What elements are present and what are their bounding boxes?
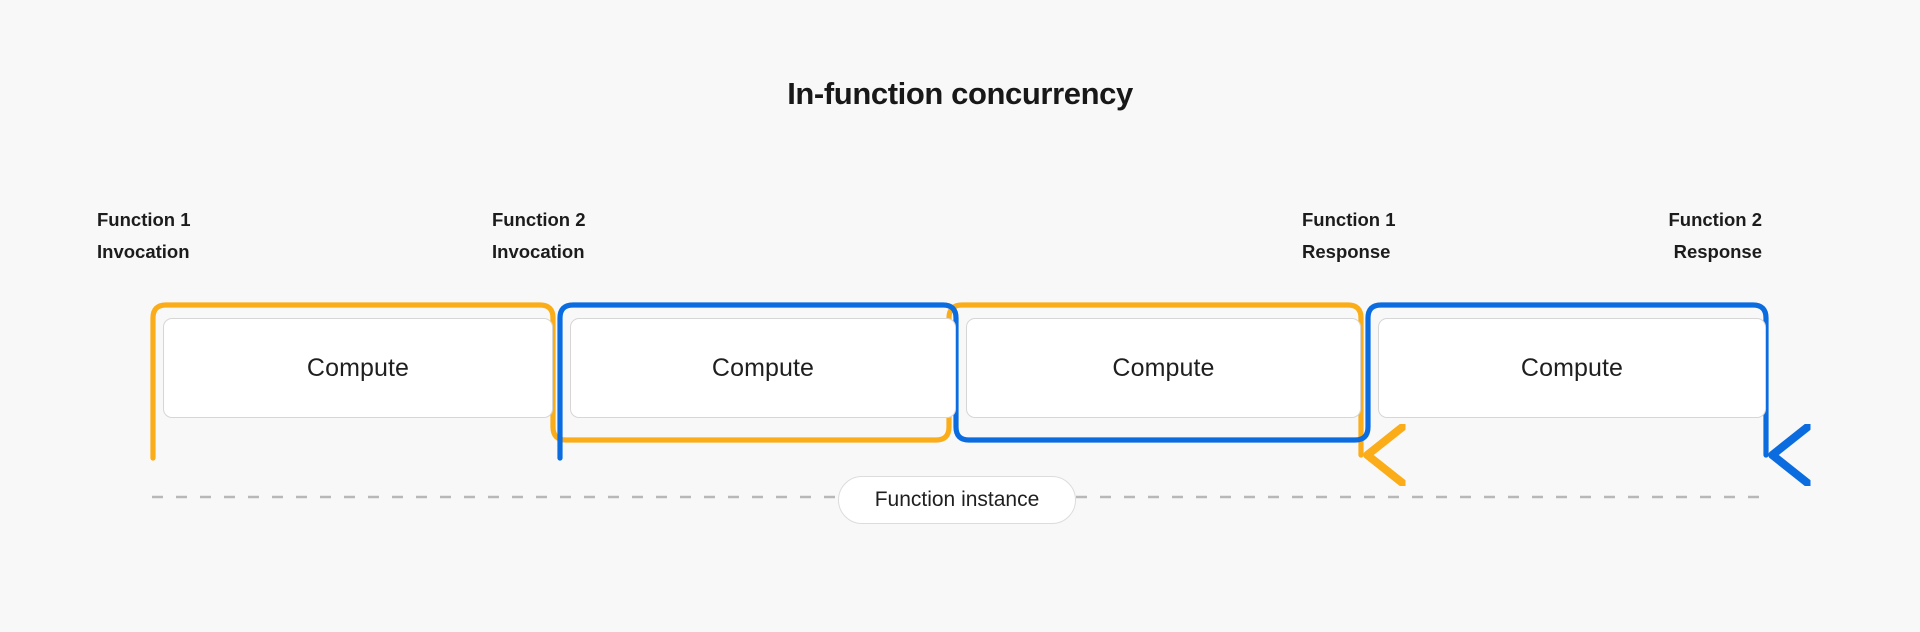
compute-block-2-label: Compute — [711, 353, 815, 382]
endpoint-label-function-2-invocation: Function 2 Invocation — [492, 209, 586, 262]
compute-block-3-label: Compute — [1112, 353, 1215, 382]
endpoint-label-function-2-response: Function 2 Response — [1668, 209, 1762, 262]
page-title: In-function concurrency — [787, 76, 1133, 111]
compute-block-1: Compute — [163, 318, 553, 418]
endpoint-label-function-1-invocation: Function 1 Invocation — [97, 209, 191, 262]
function-2-execution-path — [557, 302, 1766, 458]
compute-block-3: Compute — [966, 318, 1361, 418]
endpoint-label-function-1-response: Function 1 Response — [1302, 209, 1396, 262]
function-instance-label: Function instance — [874, 488, 1040, 511]
function-instance-marker: Function instance — [838, 476, 1076, 524]
compute-block-2: Compute — [570, 318, 956, 418]
compute-block-4-label: Compute — [1520, 353, 1624, 382]
compute-block-4: Compute — [1378, 318, 1766, 418]
compute-block-1-label: Compute — [306, 353, 410, 382]
function-1-execution-path — [150, 302, 1361, 458]
